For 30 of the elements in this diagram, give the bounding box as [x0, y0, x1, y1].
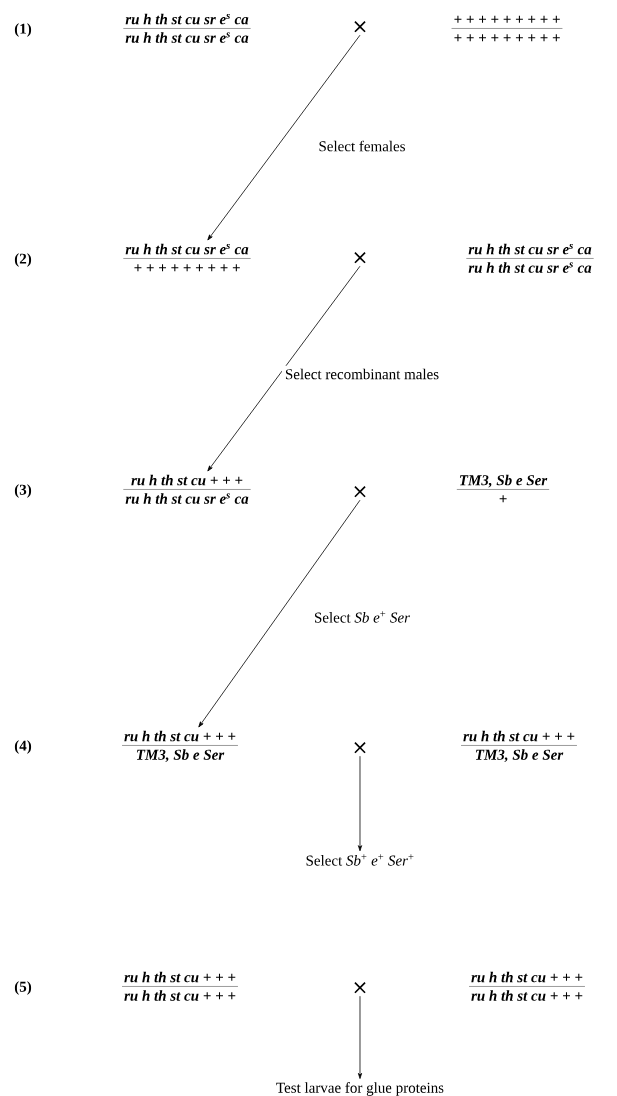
step-number: (5) [14, 981, 32, 995]
step-number: (2) [14, 253, 32, 267]
genotype-fraction: ru h th st cu + + + ru h th st cu + + + [468, 971, 586, 1001]
arrow [207, 34, 361, 241]
genotype-fraction: ru h th st cu sr e$^{s}$ ca ru h th st cu sr e$^{s}$ ca [466, 243, 594, 273]
cross-symbol: × [354, 486, 366, 498]
step-number: (1) [14, 23, 32, 37]
genotype-fraction: ru h th st cu sr e$^{s}$ ca + + + + + + + + + [123, 243, 251, 272]
genotype-fraction: + + + + + + + + + + + + + + + + + + [451, 15, 563, 42]
cross-symbol: × [354, 982, 366, 994]
arrow [357, 995, 363, 1079]
step-number: (4) [14, 740, 32, 754]
genotype-fraction: ru h th st cu + + + TM3, Sb e Ser [121, 730, 239, 762]
genotype-fraction: ru h th st cu + + + TM3, Sb e Ser [460, 730, 578, 762]
cross-symbol: × [354, 742, 366, 754]
arrow [198, 499, 361, 728]
edge-label: Select Sb e$^{+}$ Ser [315, 611, 410, 623]
arrow [207, 265, 361, 472]
genotype-fraction: TM3, Sb e Ser + [456, 474, 550, 503]
cross-symbol: × [354, 21, 366, 33]
genotype-fraction: ru h th st cu + + + ru h th st cu + + + [121, 971, 239, 1001]
step-number: (3) [14, 484, 32, 498]
step-text: Test larvae for glue proteins [276, 1082, 444, 1096]
arrow [357, 755, 363, 852]
edge-label: Select females [319, 140, 405, 152]
genotype-fraction: ru h th st cu + + + ru h th st cu sr e$^{s}$ ca [123, 474, 251, 504]
cross-symbol: × [354, 252, 366, 264]
edge-label: Select recombinant males [281, 365, 443, 383]
step-text: Select Sb$^{+}$ e$^{+}$ Ser$^{+}$ [306, 854, 414, 866]
genotype-fraction: ru h th st cu sr e$^{s}$ ca ru h th st cu sr e$^{s}$ ca [123, 13, 251, 43]
